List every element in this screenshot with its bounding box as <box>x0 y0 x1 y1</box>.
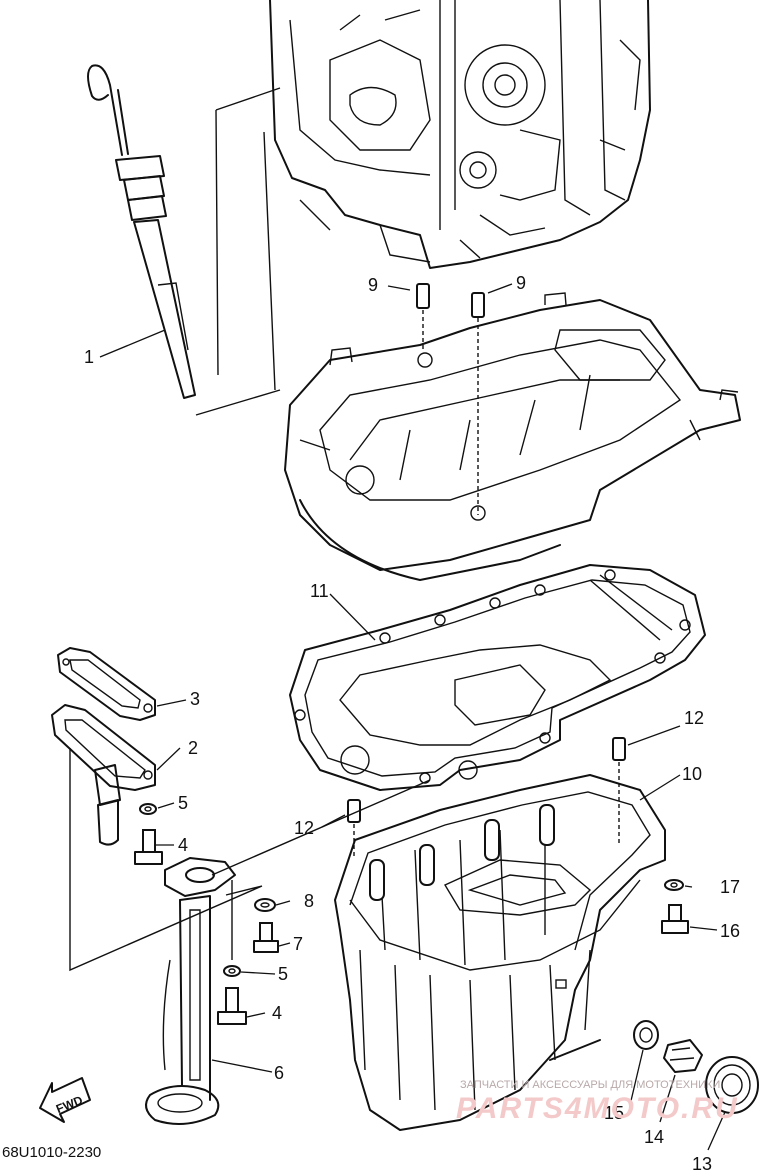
callout-6: 6 <box>274 1063 284 1083</box>
callout-3: 3 <box>190 689 200 709</box>
callout-16: 16 <box>720 921 740 941</box>
gasket-11-drawing <box>289 564 706 791</box>
dipstick-drawing <box>87 64 281 416</box>
callout-12b: 12 <box>294 818 314 838</box>
callout-4b: 4 <box>272 1003 282 1023</box>
callout-10: 10 <box>682 764 702 784</box>
callout-1: 1 <box>84 347 94 367</box>
engine-block-drawing <box>269 0 651 269</box>
callout-5b: 5 <box>278 964 288 984</box>
callout-12a: 12 <box>684 708 704 728</box>
callout-7: 7 <box>293 934 303 954</box>
dowel-pins-9-drawing <box>416 283 485 515</box>
callout-leaders <box>99 283 726 1151</box>
small-parts-drawing <box>51 647 431 1125</box>
callout-15: 15 <box>604 1103 624 1123</box>
callout-5a: 5 <box>178 793 188 813</box>
callout-13: 13 <box>692 1154 712 1172</box>
callout-17: 17 <box>720 877 740 897</box>
callout-4a: 4 <box>178 835 188 855</box>
watermark-logo: PARTS4MOTO.RU <box>456 1092 739 1125</box>
callout-14: 14 <box>644 1127 664 1147</box>
callout-9b: 9 <box>516 273 526 293</box>
callout-8: 8 <box>304 891 314 911</box>
watermark-text: ЗАПЧАСТИ И АКСЕССУАРЫ ДЛЯ МОТОТЕХНИКИ <box>460 1079 720 1091</box>
callout-9a: 9 <box>368 275 378 295</box>
fwd-label: FWD <box>54 1093 85 1116</box>
callout-2: 2 <box>188 738 198 758</box>
oil-pan-10-drawing <box>334 774 666 1131</box>
upper-casing-drawing <box>284 292 741 581</box>
drain-parts-drawing <box>633 879 759 1114</box>
fwd-arrow <box>39 1077 91 1123</box>
diagram-code: 68U1010-2230 <box>2 1144 101 1161</box>
callout-11: 11 <box>310 581 329 601</box>
